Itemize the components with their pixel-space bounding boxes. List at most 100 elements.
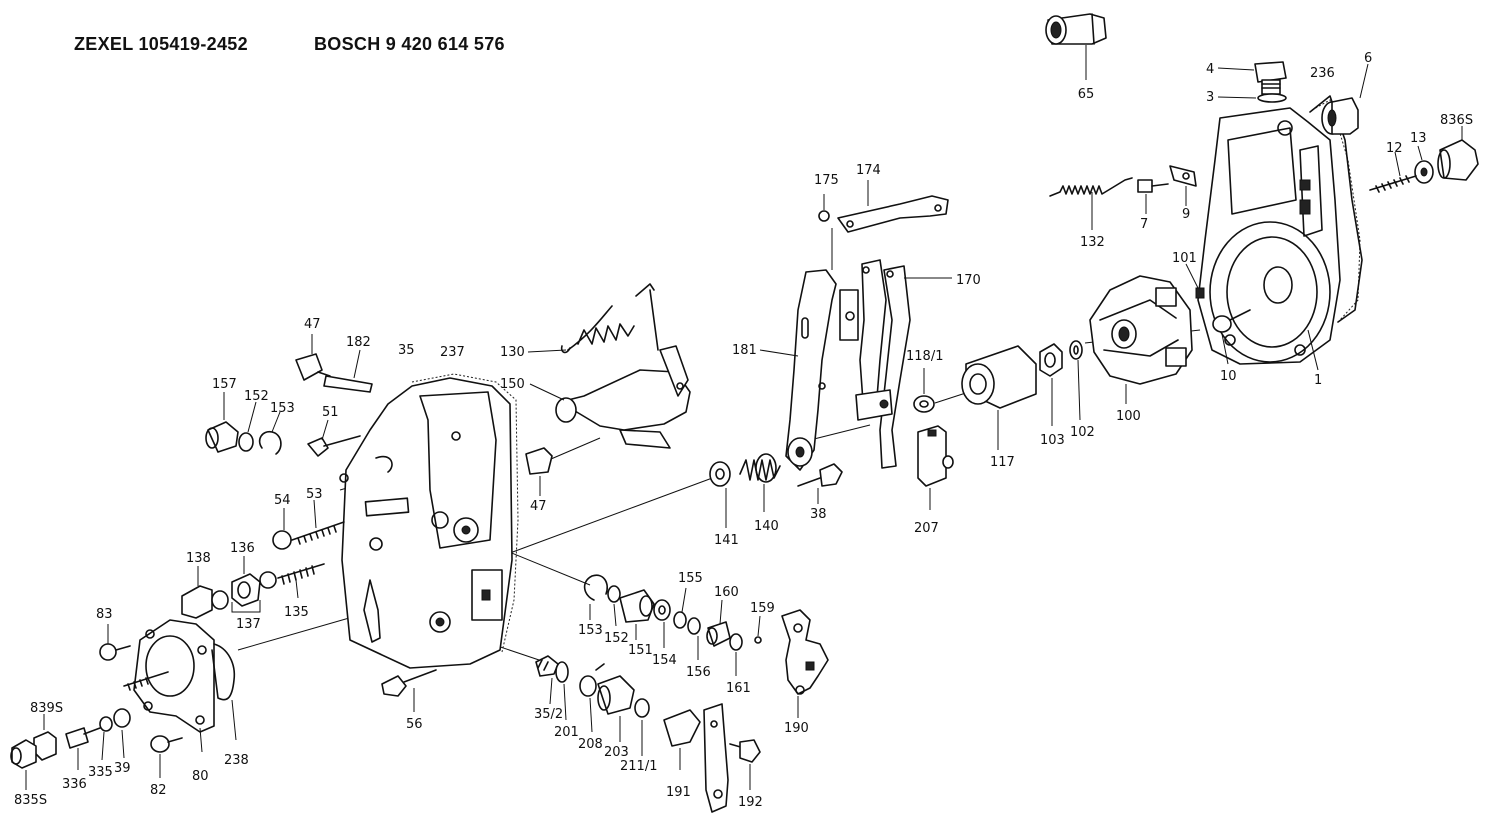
part-4-screw-plug [1217, 61, 1287, 95]
part-56-screw [381, 669, 437, 712]
part-38-screw [797, 463, 843, 504]
part-12-adjusting-screw [1369, 151, 1417, 193]
part-152-o-ring-top [238, 401, 257, 452]
label-152-bottom: 152 [604, 631, 629, 646]
part-51-screw [307, 419, 361, 457]
label-203: 203 [604, 745, 629, 760]
part-203-bushing [597, 675, 635, 742]
part-153-circlip-bottom [583, 574, 608, 620]
label-153-top: 153 [270, 401, 295, 416]
part-118-1-washer [913, 368, 935, 413]
part-153-circlip-top [258, 411, 282, 455]
part-9-plate [1169, 165, 1197, 206]
label-157: 157 [212, 377, 237, 392]
part-175-clip [818, 194, 830, 222]
part-82-screw [150, 735, 183, 778]
label-6: 6 [1364, 51, 1372, 66]
label-154: 154 [652, 653, 677, 668]
label-118-1: 118/1 [906, 349, 943, 364]
label-201: 201 [554, 725, 579, 740]
part-13-nut [1414, 145, 1434, 184]
part-labels: 65 4 3 236 6 836S 13 12 175 174 132 7 9 … [14, 51, 1473, 810]
label-136: 136 [230, 541, 255, 556]
part-47-nut-bottom [525, 447, 553, 496]
label-236: 236 [1310, 66, 1335, 81]
part-191-stop-lever [663, 703, 729, 813]
label-47-top: 47 [304, 317, 321, 332]
part-160-sleeve [706, 599, 731, 647]
part-47-screw-top [295, 334, 331, 381]
part-83-screw [99, 624, 131, 661]
part-138-cap [181, 566, 213, 619]
label-101: 101 [1172, 251, 1197, 266]
part-65-cap-nut [1045, 13, 1107, 80]
label-103: 103 [1040, 433, 1065, 448]
label-336: 336 [62, 777, 87, 792]
label-170: 170 [956, 273, 981, 288]
part-201-washer [555, 661, 569, 721]
part-335-washer [99, 716, 113, 761]
label-83: 83 [96, 607, 113, 622]
label-152-top: 152 [244, 389, 269, 404]
label-9: 9 [1182, 207, 1190, 222]
part-238-gasket [211, 643, 237, 741]
label-156: 156 [686, 665, 711, 680]
label-237: 237 [440, 345, 465, 360]
label-3: 3 [1206, 90, 1214, 105]
part-117-sleeve [961, 345, 1037, 450]
label-190: 190 [784, 721, 809, 736]
label-151: 151 [628, 643, 653, 658]
label-80: 80 [192, 769, 209, 784]
header-part-number-bosch: BOSCH 9 420 614 576 [314, 34, 505, 54]
label-192: 192 [738, 795, 763, 810]
label-191: 191 [666, 785, 691, 800]
part-211-1-nut [634, 698, 650, 756]
part-102-washer [1069, 340, 1083, 421]
label-13: 13 [1410, 131, 1427, 146]
label-135: 135 [284, 605, 309, 620]
part-835S-cap [10, 739, 37, 790]
label-35-2: 35/2 [534, 707, 563, 722]
part-39-nut [113, 708, 131, 759]
label-39: 39 [114, 761, 131, 776]
label-161: 161 [726, 681, 751, 696]
part-182-pin [323, 349, 373, 393]
part-53-screw [291, 499, 345, 545]
label-132: 132 [1080, 235, 1105, 250]
part-137-seal [231, 571, 277, 613]
part-6-plug [1321, 63, 1369, 135]
label-100: 100 [1116, 409, 1141, 424]
part-1-governor-housing [1197, 95, 1363, 371]
label-140: 140 [754, 519, 779, 534]
part-154-nut [653, 599, 671, 648]
label-130: 130 [500, 345, 525, 360]
part-35-2-screw [535, 655, 559, 705]
label-56: 56 [406, 717, 423, 732]
part-181-lever [759, 269, 837, 471]
label-47-bottom: 47 [530, 499, 547, 514]
part-3-seal-ring [1217, 93, 1287, 103]
part-170-tension-lever [839, 259, 952, 469]
part-207-block [917, 425, 954, 510]
part-35-governor-cover [339, 373, 519, 669]
part-151-bushing [619, 589, 655, 640]
part-150-control-lever [529, 289, 691, 449]
part-157-plug [205, 392, 239, 453]
label-835S: 835S [14, 793, 47, 808]
part-190-stop-lever [781, 609, 829, 718]
label-102: 102 [1070, 425, 1095, 440]
label-10: 10 [1220, 369, 1237, 384]
label-155: 155 [678, 571, 703, 586]
label-211-1: 211/1 [620, 759, 657, 774]
label-38: 38 [810, 507, 827, 522]
label-141: 141 [714, 533, 739, 548]
header-part-number-zexel: ZEXEL 105419-2452 [74, 34, 248, 54]
part-156-washer [687, 617, 701, 660]
part-135-adjusting-screw [277, 563, 325, 599]
label-238: 238 [224, 753, 249, 768]
part-836S-cap [1437, 126, 1479, 181]
part-161-washer [729, 633, 743, 676]
label-117: 117 [990, 455, 1015, 470]
